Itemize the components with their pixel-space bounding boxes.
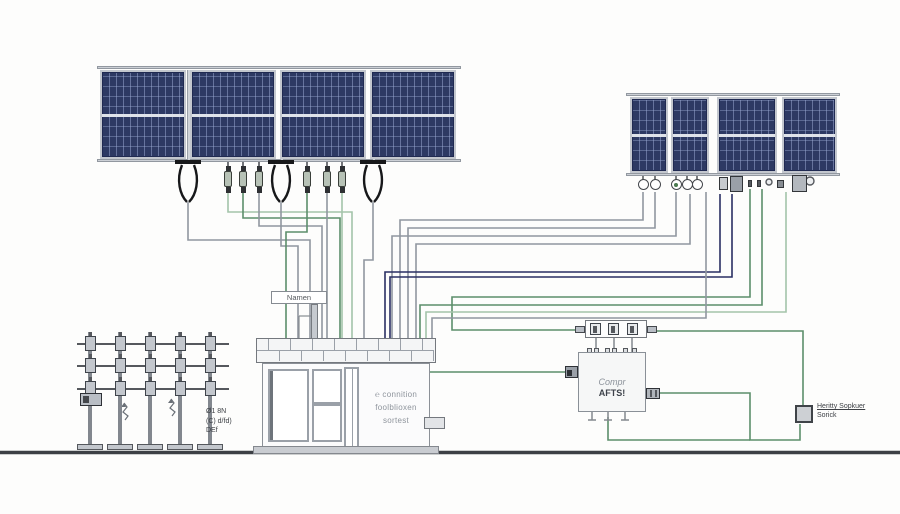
wire xyxy=(651,330,804,406)
wire xyxy=(384,194,721,341)
rack-note-line2: (C) d/fd) xyxy=(206,417,232,425)
combiner-label-line1: Compr xyxy=(598,377,626,387)
squiggle-arrow xyxy=(169,398,176,417)
hanger-cable-loop xyxy=(362,164,384,203)
round-connector xyxy=(805,176,815,186)
squiggle-arrow xyxy=(122,402,129,421)
rack-note-line3: DEf xyxy=(206,427,218,434)
wire xyxy=(451,189,751,331)
wire xyxy=(419,189,763,341)
wire xyxy=(431,192,707,341)
wire xyxy=(280,202,299,341)
meter-label-line1: Heritty Sopkuer xyxy=(817,403,866,410)
wire xyxy=(285,193,308,341)
combiner-label-line2: AFTS! xyxy=(598,388,626,398)
meter-label: Heritty Sopkuer Sorick xyxy=(817,402,865,420)
wire xyxy=(363,202,374,341)
wire xyxy=(399,192,644,341)
round-connector xyxy=(765,178,773,186)
rack-note-line1: Ø1 8N xyxy=(206,408,227,415)
building-label-line2: foolblioxen xyxy=(375,403,417,412)
wire xyxy=(389,194,733,341)
arrow-head xyxy=(121,403,126,407)
wire xyxy=(652,392,801,441)
wire xyxy=(258,193,323,341)
wire xyxy=(425,192,787,341)
hanger-cable-loop xyxy=(177,164,199,203)
combiner-box-label: Compr AFTS! xyxy=(578,377,646,399)
building-label: ℮ connition foolblioxen sortest xyxy=(364,388,428,427)
wire xyxy=(227,193,353,341)
hanger-cable-loop xyxy=(270,164,292,203)
wire xyxy=(407,192,656,341)
building-label-line3: sortest xyxy=(382,416,410,425)
wire xyxy=(607,417,750,441)
wire xyxy=(187,202,311,341)
wire xyxy=(415,194,691,341)
building-label-line1: ℮ connition xyxy=(374,390,418,399)
rack-note-label: Ø1 8N (C) d/fd) DEf xyxy=(206,407,232,436)
arrow-head xyxy=(168,399,173,403)
wire xyxy=(242,193,341,341)
wire xyxy=(391,192,677,341)
junction-box-label: Namen xyxy=(271,291,327,304)
meter-label-line2: Sorick xyxy=(817,412,837,419)
